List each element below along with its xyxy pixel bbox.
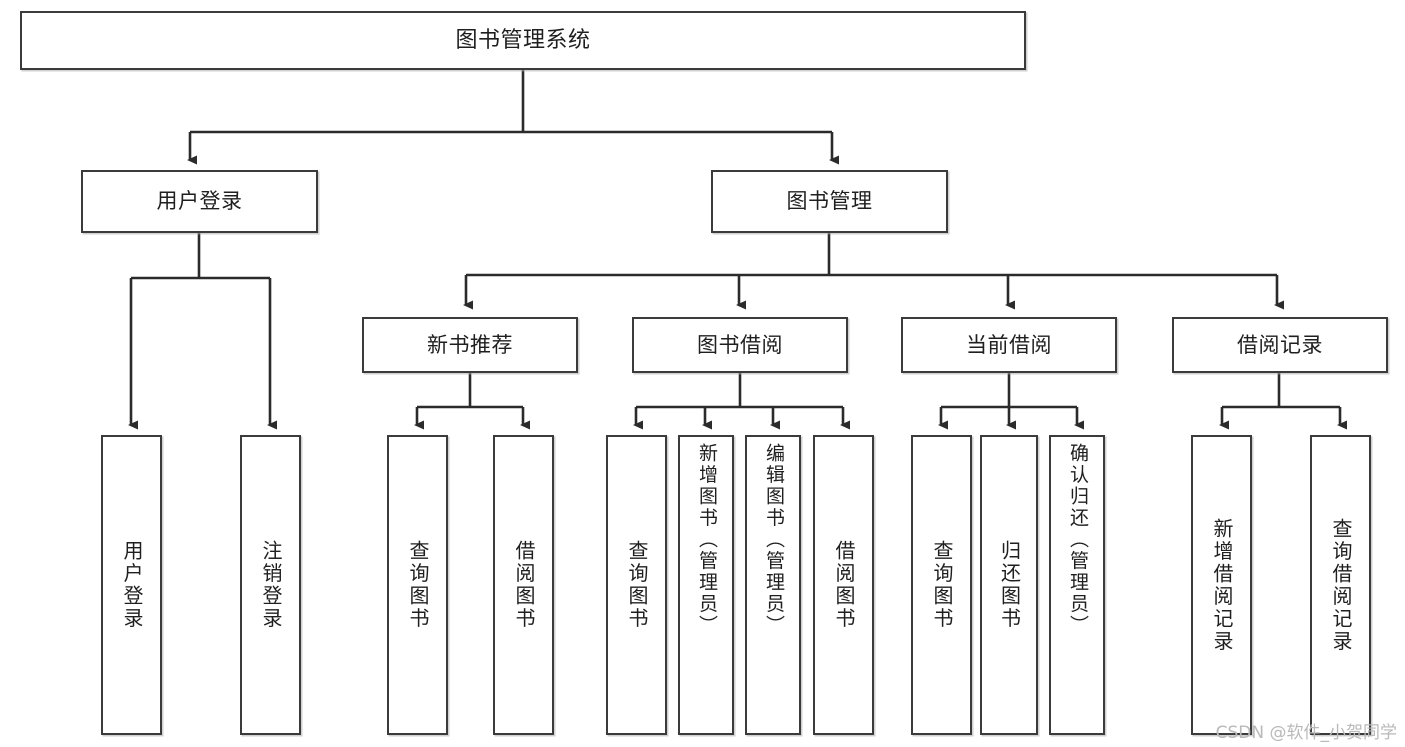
node-label: 编辑图书（管理员）	[762, 443, 785, 637]
node-label: 查询图书	[406, 540, 430, 630]
node-label: 新书推荐	[427, 332, 513, 357]
node-label: 图书管理系统	[455, 27, 591, 53]
node-book-borrow[interactable]: 图书借阅	[632, 317, 848, 373]
node-user-login[interactable]: 用户登录	[81, 170, 318, 233]
node-label: 确认归还（管理员）	[1066, 443, 1089, 637]
node-label: 新增借阅记录	[1210, 517, 1234, 653]
node-label: 新增图书（管理员）	[695, 443, 718, 637]
node-label: 注销登录	[259, 540, 283, 630]
leaf-query-book-recommendation[interactable]: 查询图书	[387, 435, 448, 735]
leaf-borrow-book-recommendation[interactable]: 借阅图书	[493, 435, 554, 735]
node-label: 借阅图书	[512, 540, 536, 630]
leaf-logout-login[interactable]: 注销登录	[240, 435, 301, 735]
node-label: 用户登录	[120, 540, 144, 630]
leaf-user-login[interactable]: 用户登录	[101, 435, 162, 735]
leaf-confirm-return-admin[interactable]: 确认归还（管理员）	[1049, 435, 1105, 735]
leaf-query-book-current[interactable]: 查询图书	[911, 435, 972, 735]
node-label: 查询图书	[930, 540, 954, 630]
node-label: 图书管理	[786, 189, 873, 214]
node-label: 借阅图书	[832, 540, 856, 630]
node-label: 当前借阅	[966, 332, 1052, 357]
node-label: 借阅记录	[1237, 332, 1323, 357]
node-borrow-record[interactable]: 借阅记录	[1172, 317, 1388, 373]
node-label: 用户登录	[156, 189, 243, 214]
leaf-borrow-book[interactable]: 借阅图书	[813, 435, 874, 735]
leaf-query-book-borrow[interactable]: 查询图书	[606, 435, 667, 735]
node-label: 图书借阅	[697, 332, 783, 357]
leaf-edit-book-admin[interactable]: 编辑图书（管理员）	[745, 435, 801, 735]
leaf-return-book[interactable]: 归还图书	[980, 435, 1038, 735]
node-label: 归还图书	[997, 540, 1022, 630]
leaf-query-borrow-record[interactable]: 查询借阅记录	[1310, 435, 1371, 735]
node-new-book-recommendation[interactable]: 新书推荐	[362, 317, 578, 373]
node-book-management[interactable]: 图书管理	[711, 170, 948, 233]
node-root-book-management-system[interactable]: 图书管理系统	[20, 11, 1026, 70]
node-current-borrow[interactable]: 当前借阅	[901, 317, 1117, 373]
leaf-add-borrow-record[interactable]: 新增借阅记录	[1191, 435, 1252, 735]
node-label: 查询借阅记录	[1329, 517, 1353, 653]
csdn-watermark: CSDN @软件_小贺同学	[1215, 723, 1397, 743]
leaf-add-book-admin[interactable]: 新增图书（管理员）	[678, 435, 734, 735]
node-label: 查询图书	[625, 540, 649, 630]
